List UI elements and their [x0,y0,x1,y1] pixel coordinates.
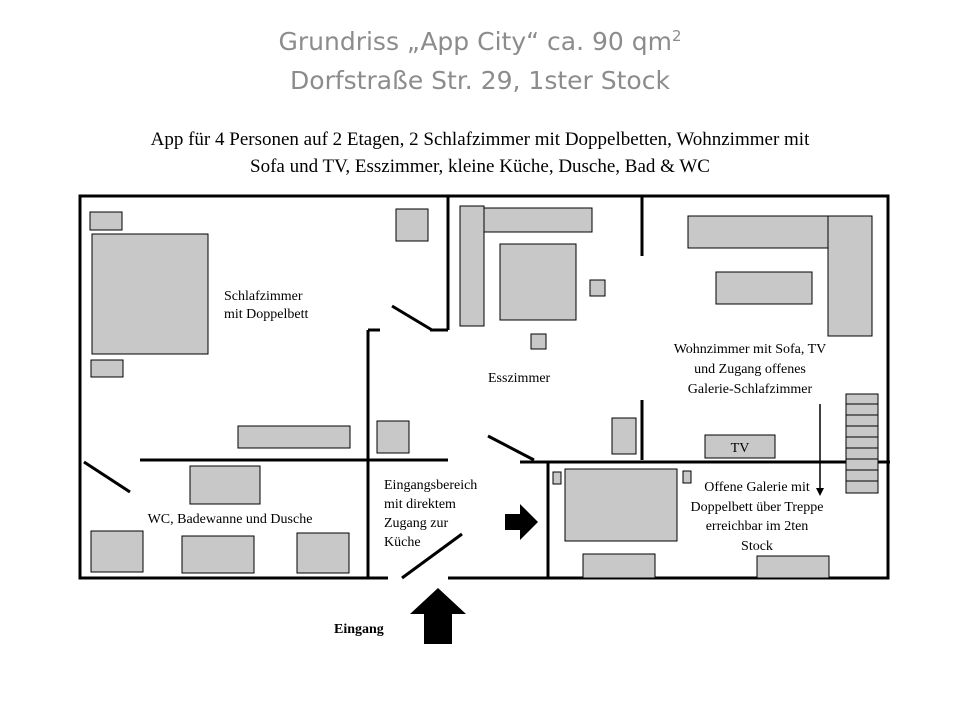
bedroom-cabinet [395,208,429,242]
doors [83,304,535,580]
entrance-label: Eingang [334,622,384,637]
bedroom-label-line-2: mit Doppelbett [224,307,308,322]
bath-label: WC, Badewanne und Dusche [148,512,313,527]
entry-label-line-1: Eingangsbereich [384,478,477,493]
chair-bottom [530,333,547,350]
toilet [296,532,350,574]
gallery-label-line-2: Doppelbett über Treppe [691,500,824,515]
title-text: Grundriss „App City“ ca. 90 qm [278,27,672,56]
kitchen-counter-vertical [459,205,485,327]
double-bed [91,233,209,355]
tv-stand [704,434,776,459]
sofa-back [687,215,849,249]
dining-cabinet [611,417,637,455]
gallery-bed [564,468,678,542]
gallery-label-line-3: erreichbar im 2ten [706,519,809,534]
dining-table [499,243,577,321]
gallery-pointer-arrow [816,404,824,496]
entry-label-line-4: Küche [384,535,421,550]
title-superscript: 2 [671,27,682,45]
bedroom-label-line-1: Schlafzimmer [224,289,303,304]
entry-label-line-2: mit direktem [384,497,456,512]
gallery-label-line-4: Stock [741,539,773,554]
staircase [845,393,879,494]
wardrobe [237,425,351,449]
gallery-furniture [552,468,830,579]
tv-label: TV [731,441,750,456]
living-label-line-2: und Zugang offenes [694,362,806,377]
living-label-line-1: Wohnzimmer mit Sofa, TV [674,342,827,357]
description-line-2: Sofa und TV, Esszimmer, kleine Küche, Du… [250,156,710,177]
nightstand-bottom [90,359,124,378]
kitchen-counter-horizontal [483,207,593,233]
page-subtitle: Dorfstraße Str. 29, 1ster Stock [290,66,670,95]
bathtub [181,535,255,574]
page-title: Grundriss „App City“ ca. 90 qm2 [0,27,960,56]
entry-label-line-3: Zugang zur [384,516,448,531]
bath-sink [189,465,261,505]
gallery-shelf-right [756,555,830,579]
entry-cabinet [376,420,410,454]
chair-right [589,279,606,297]
bath-furniture [90,465,350,574]
description-line-1: App für 4 Personen auf 2 Etagen, 2 Schla… [150,129,810,150]
right-arrow-icon [505,504,538,540]
dining-label: Esszimmer [488,371,551,386]
interior-walls [140,196,890,580]
gallery-nightstand-right [682,470,692,484]
shower [90,530,144,573]
nightstand-top [89,211,123,231]
living-furniture: TV [687,215,873,459]
sofa-side [827,215,873,337]
living-label-line-3: Galerie-Schlafzimmer [688,382,813,397]
gallery-nightstand-left [552,471,562,485]
coffee-table [715,271,813,305]
dining-furniture [376,205,637,455]
bedroom-furniture [89,208,429,449]
gallery-shelf-left [582,553,656,579]
entrance-arrow-icon [410,588,466,644]
description: App für 4 Personen auf 2 Etagen, 2 Schla… [80,126,880,180]
gallery-label-line-1: Offene Galerie mit [704,480,810,495]
